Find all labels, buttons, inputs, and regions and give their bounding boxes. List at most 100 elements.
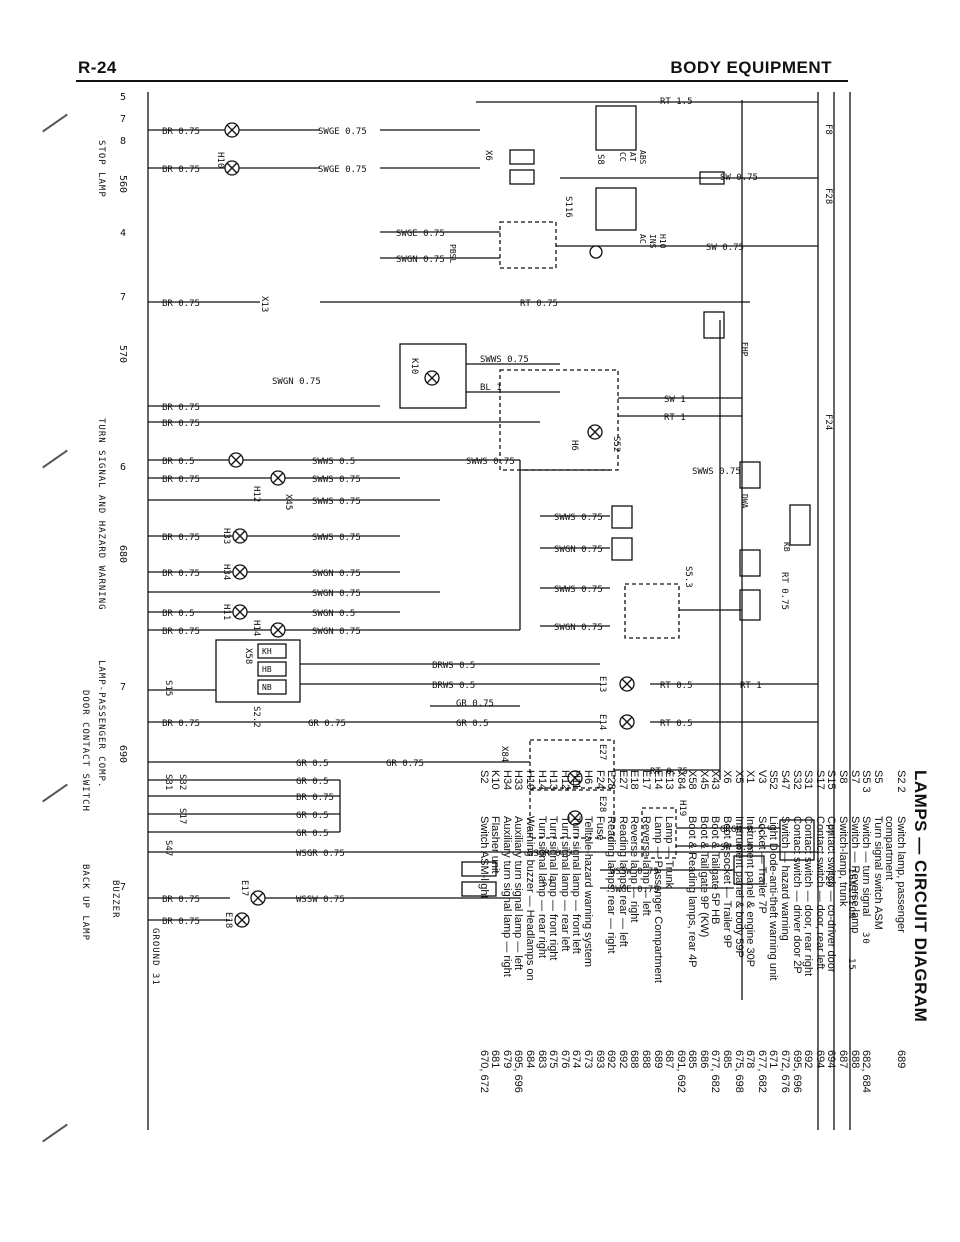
wire-label: SWGE 0.75 <box>318 127 367 137</box>
section-title: BODY EQUIPMENT <box>670 58 832 77</box>
block-number-680: 680 <box>117 545 128 563</box>
component-e27: E27 <box>597 744 607 760</box>
legend-code: H11 <box>570 770 583 790</box>
wire-label: BR 0.75 <box>162 127 200 137</box>
component-h11: H11 <box>221 604 231 620</box>
legend-code: E14 <box>651 770 664 790</box>
wire-label: SWWS 0.75 <box>554 585 603 595</box>
wire-label: RT 0.75 <box>520 299 558 309</box>
component-f24: F24 <box>823 414 833 430</box>
component-s5-3: S5.3 <box>683 566 693 588</box>
wire-label: BL 1 <box>480 383 502 393</box>
legend-code: K10 <box>489 770 502 790</box>
legend-pg: 689 <box>651 1050 664 1069</box>
connector-x6: X6 <box>483 150 493 161</box>
wire-label: SWWS 0.75 <box>480 355 529 365</box>
legend-code <box>883 770 895 816</box>
wire-label: SWGN 0.5 <box>312 609 355 619</box>
rail-number-7: 7 <box>120 292 126 303</box>
wire-label: GR 0.5 <box>456 719 489 729</box>
section-buzzer: BUZZER <box>110 880 120 919</box>
connector-code-dwa: DWA <box>740 494 749 509</box>
legend-code: X43 <box>709 770 722 790</box>
legend-pg: 692 <box>616 1050 629 1069</box>
wire-label: BRWS 0.5 <box>432 681 475 691</box>
legend-pg: 683 <box>535 1050 548 1069</box>
legend-pg: 675, 698 <box>732 1050 745 1093</box>
wire-label: GR 0.75 <box>386 759 424 769</box>
legend-code: E18 <box>628 770 641 790</box>
rail-number-5: 5 <box>120 92 126 103</box>
wire-label: RT 0.75 <box>779 572 789 610</box>
legend-pg: 670, 672 <box>477 1050 490 1093</box>
wire-label: WSGR 0.5 <box>528 849 571 859</box>
legend-pg: 686 <box>697 1050 710 1069</box>
wire-label: SWGN 0.75 <box>554 545 603 555</box>
ground-label: GROUND 31 <box>150 928 160 986</box>
legend-code: S47 <box>779 770 792 790</box>
wire-label: SW 0.75 <box>720 173 758 183</box>
wire-label: WSGR 0.75 <box>296 849 345 859</box>
wire-label: SWWS 0.75 <box>466 457 515 467</box>
component-s32: S32 <box>177 774 187 790</box>
legend-pg: 684 <box>524 1050 536 1069</box>
connector-code-hb: HB <box>262 665 272 674</box>
legend-desc: Instrument panel & engine 30P <box>744 816 757 968</box>
legend-code: H34 <box>500 770 513 791</box>
wire-label: RT 0.5 <box>660 719 693 729</box>
legend-title: LAMPS — CIRCUIT DIAGRAM <box>911 770 930 1023</box>
wire-label: GR 0.5 <box>296 777 329 787</box>
wire-label: WSSW 0.75 <box>610 867 659 877</box>
wire-label: SWGN 0.75 <box>554 623 603 633</box>
connector-code-at: AT <box>628 152 637 162</box>
component-s8: S8 <box>595 154 605 165</box>
component-h33: H33 <box>221 528 231 544</box>
legend-pg: 692 <box>605 1050 618 1069</box>
wire-label: RT 1 <box>664 413 686 423</box>
legend-code: X84 <box>674 770 687 790</box>
legend-pg: 671 <box>767 1050 780 1069</box>
wire-label: SWGE 0.75 <box>318 165 367 175</box>
legend-pg: 695, 696 <box>512 1050 525 1093</box>
legend-desc: Flasher unit <box>489 816 502 874</box>
legend-code: H6 <box>581 770 594 785</box>
wire-label: BR 0.75 <box>162 419 200 429</box>
component-h12: H12 <box>251 486 261 502</box>
wire-label: BR 0.75 <box>162 533 200 543</box>
wire-label: BR 0.75 <box>296 793 334 803</box>
wire-label: BR 0.75 <box>162 403 200 413</box>
rail-number-8: 8 <box>120 136 126 147</box>
legend-pg: 691, 692 <box>674 1050 687 1093</box>
legend-desc: Socket — Trailer 7P <box>755 816 768 914</box>
section-lamp-passenger: LAMP-PASSENGER COMP. <box>96 660 106 789</box>
legend-code: X58 <box>686 770 699 790</box>
connector-code-ins: INS <box>648 234 657 249</box>
connector-code-kb: KB <box>782 542 791 552</box>
wire-label: RT 0.75 <box>650 767 688 777</box>
legend-code: H19 <box>524 770 536 791</box>
legend-pg: 693 <box>593 1050 606 1069</box>
legend-desc: Reverse lamp — right <box>628 816 641 923</box>
legend-pg: 687 <box>837 1050 850 1069</box>
wire-label: SW 0.75 <box>706 243 744 253</box>
wire-label: GR 0.75 <box>308 719 346 729</box>
wire-label: BR 0.75 <box>162 917 200 927</box>
legend-desc: Light Diode-anti-theft warning unit <box>767 816 780 981</box>
wire-label: SWGE 0.75 <box>396 229 445 239</box>
wire-label: BR 0.5 <box>162 457 195 467</box>
legend-code: S52 <box>767 770 780 790</box>
block-number-690: 690 <box>117 745 128 763</box>
rail-number-7: 7 <box>120 114 126 125</box>
component-h10: H10 <box>215 152 225 168</box>
